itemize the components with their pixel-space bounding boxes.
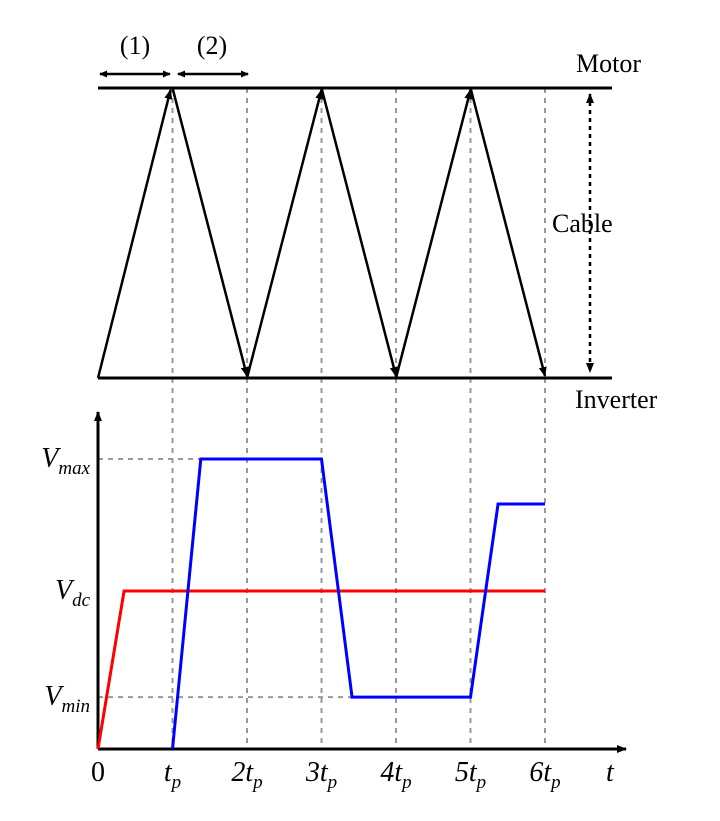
wave-reflection-arrow: [469, 87, 547, 377]
x-tick-label: 4tp: [380, 757, 411, 793]
x-tick-label: 2tp: [231, 757, 262, 793]
inverter-voltage-line: [96, 589, 545, 750]
cable-label: Cable: [552, 209, 613, 238]
x-tick-label: tp: [164, 757, 181, 793]
motor-voltage-line: [171, 457, 545, 750]
y-tick-label: Vmax: [41, 443, 90, 479]
wave-reflection-arrow: [245, 89, 324, 379]
x-tick-label: 0: [91, 757, 105, 788]
y-tick-label: Vdc: [55, 575, 91, 611]
motor-label: Motor: [576, 49, 641, 78]
wave-reflection-arrow: [394, 89, 473, 379]
inverter-label: Inverter: [575, 385, 658, 414]
y-tick-label: Vmin: [44, 681, 90, 717]
interval1-label: (1): [120, 31, 150, 60]
x-axis-label: t: [606, 757, 615, 788]
interval2-label: (2): [197, 31, 227, 60]
wave-reflection-arrow: [320, 87, 398, 377]
x-tick-label: 6tp: [529, 757, 560, 793]
x-tick-label: 5tp: [455, 757, 486, 793]
x-tick-label: 3tp: [305, 757, 337, 793]
wave-reflection-arrow: [171, 87, 249, 377]
wave-reflection-arrow: [96, 89, 173, 379]
